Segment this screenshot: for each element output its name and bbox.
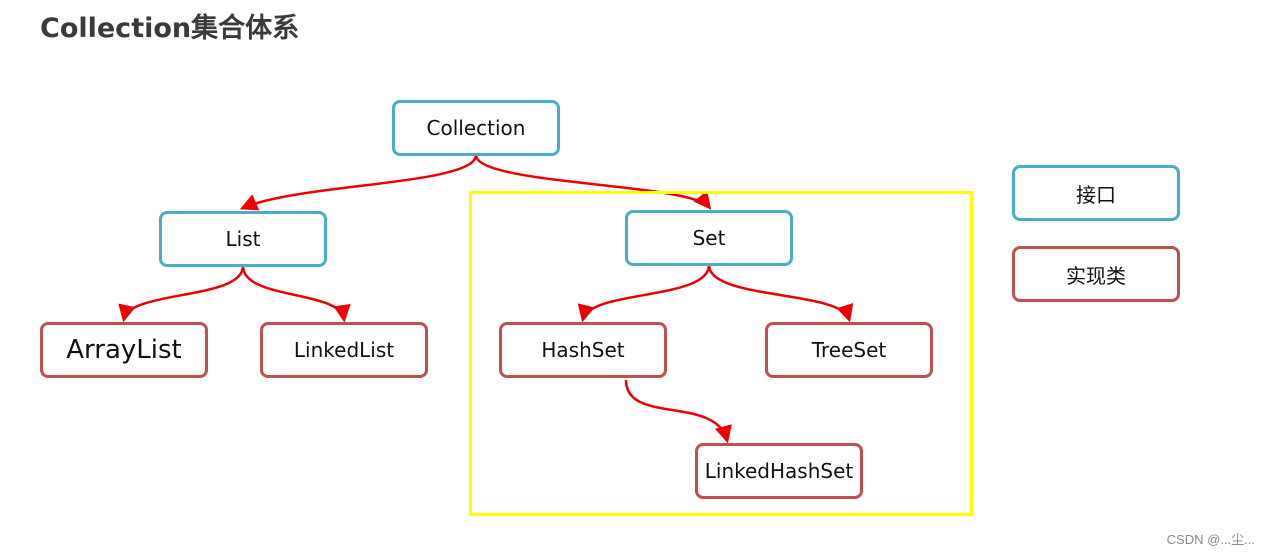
edge-set-treeset — [707, 264, 854, 323]
page-title: Collection集合体系 — [40, 13, 300, 44]
edge-collection-list — [239, 154, 478, 211]
node-list: List — [159, 211, 327, 267]
set-group-highlight — [469, 191, 973, 516]
edge-hashset-linkedhashset — [624, 379, 732, 444]
legend-impl: 实现类 — [1012, 246, 1180, 302]
node-hashset: HashSet — [499, 322, 667, 378]
node-collection: Collection — [392, 100, 560, 156]
watermark: CSDN @...尘... — [1166, 532, 1255, 547]
node-linkedlist: LinkedList — [260, 322, 428, 378]
edge-list-arraylist — [118, 265, 245, 323]
edge-collection-set — [474, 154, 712, 210]
edge-set-hashset — [577, 264, 711, 323]
node-set: Set — [625, 210, 793, 266]
legend-interface: 接口 — [1012, 165, 1180, 221]
edge-list-linkedlist — [241, 265, 351, 323]
node-treeset: TreeSet — [765, 322, 933, 378]
node-arraylist: ArrayList — [40, 322, 208, 378]
node-linkedhashset: LinkedHashSet — [695, 443, 863, 499]
